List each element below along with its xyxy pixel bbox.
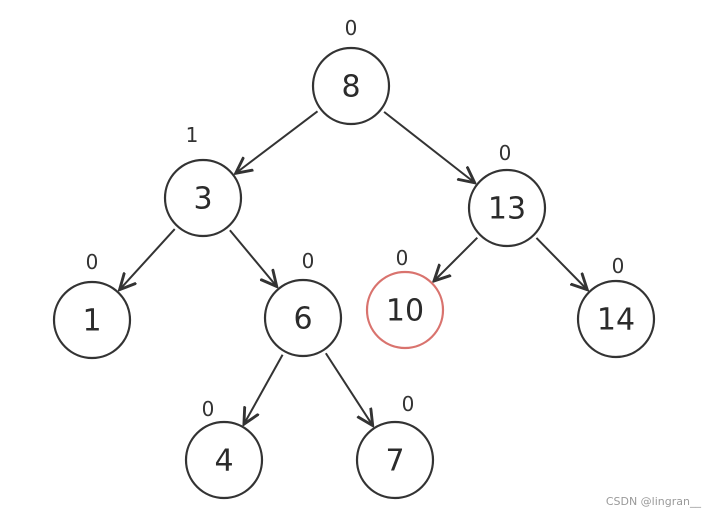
tree-node-14: 14 0 [576,254,656,359]
tree-node-4: 40 [184,397,264,500]
node-circle [263,278,343,358]
node-value: 13 [488,192,526,227]
node-circle [163,158,243,238]
balance-factor-label: 0 [612,254,625,278]
balance-factor-label: 0 [499,141,512,165]
node-circle [355,420,435,500]
watermark: CSDN @lingran__ [605,495,701,508]
edge-8-to-13 [383,111,475,183]
node-value: 1 [82,304,101,339]
node-circle [52,280,132,360]
tree-node-8: 80 [311,16,391,126]
node-circle [365,270,445,350]
balance-factor-label: 0 [402,392,415,416]
balance-factor-label: 1 [186,123,199,147]
edge-13-to-10 [434,236,479,281]
edge-3-to-1 [120,228,176,290]
balance-factor-label: 0 [396,246,409,270]
node-value: 8 [341,70,360,105]
edge-6-to-7 [324,352,373,425]
edges-layer [120,110,588,425]
node-value: 7 [385,444,404,479]
node-circle [311,46,391,126]
node-circle [184,420,264,500]
edge-8-to-3 [236,110,319,173]
balance-factor-label: 0 [86,250,99,274]
tree-node-1: 10 [52,250,132,360]
node-value: 4 [214,444,233,479]
balance-factor-label: 0 [302,249,315,273]
tree-node-7: 70 [355,392,435,500]
tree-node-13: 13 0 [467,141,547,248]
balance-factor-label: 0 [345,16,358,40]
node-value: 10 [386,294,424,329]
node-circle [467,168,547,248]
node-circle [576,279,656,359]
tree-node-10: 10 0 [365,246,445,350]
edge-3-to-6 [229,229,277,286]
tree-node-3: 31 [163,123,243,238]
balance-factor-label: 0 [202,397,215,421]
node-value: 3 [193,182,212,217]
node-value: 6 [293,302,312,337]
node-value: 14 [597,303,635,338]
edge-6-to-4 [244,354,284,424]
edge-13-to-14 [535,237,587,290]
tree-node-6: 60 [263,249,343,358]
